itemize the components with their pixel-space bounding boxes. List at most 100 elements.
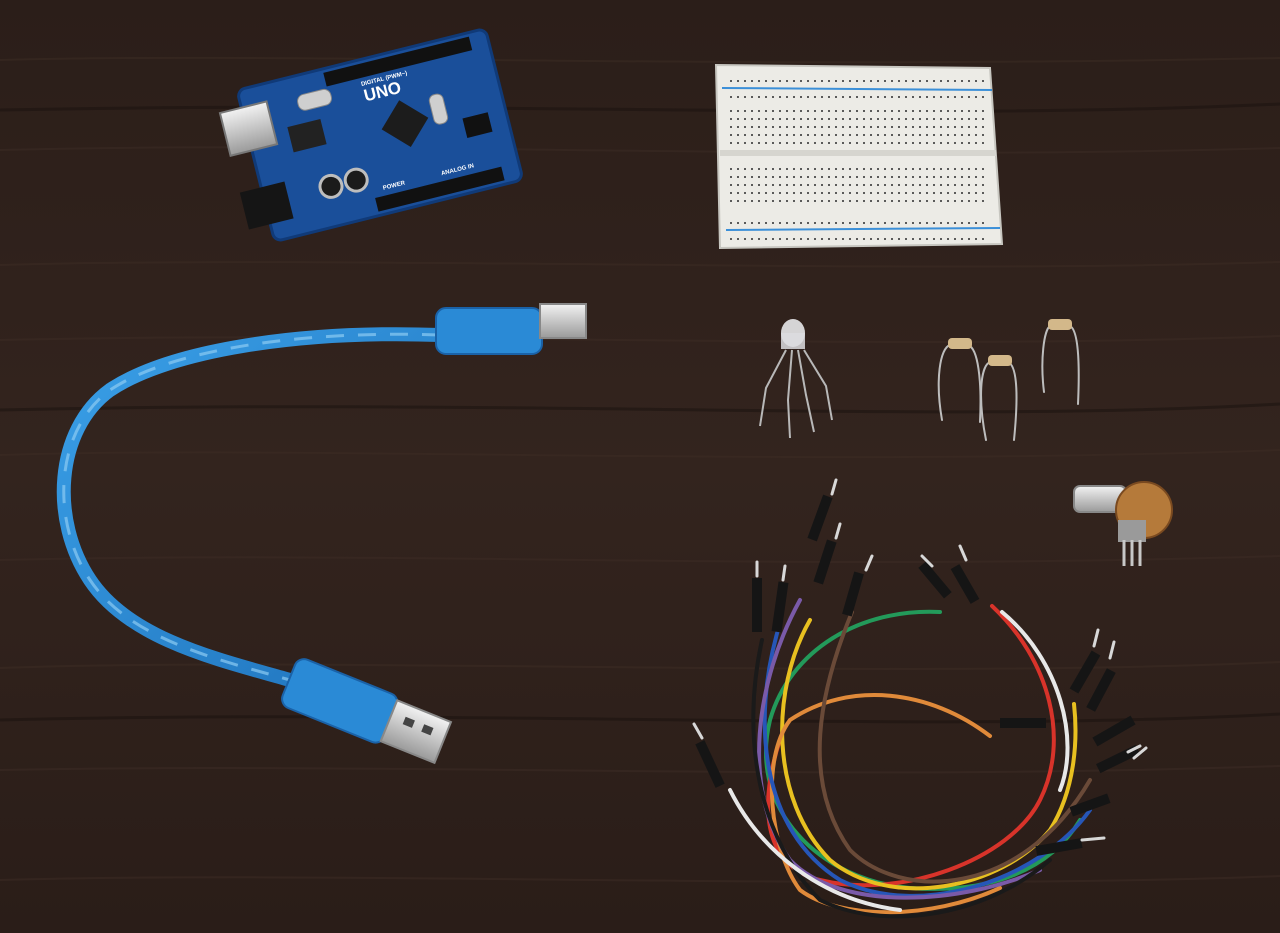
breadboard-hole	[751, 192, 753, 194]
breadboard-hole	[807, 200, 809, 202]
breadboard-hole	[884, 176, 886, 178]
breadboard-hole	[842, 134, 844, 136]
breadboard-hole	[849, 222, 851, 224]
breadboard-hole	[835, 80, 837, 82]
breadboard-hole	[807, 142, 809, 144]
breadboard-hole	[870, 168, 872, 170]
breadboard-hole	[835, 134, 837, 136]
breadboard-hole	[751, 238, 753, 240]
breadboard-hole	[821, 118, 823, 120]
breadboard-hole	[828, 126, 830, 128]
breadboard-hole	[821, 200, 823, 202]
breadboard-hole	[758, 96, 760, 98]
breadboard-hole	[828, 238, 830, 240]
breadboard-hole	[933, 134, 935, 136]
breadboard-hole	[765, 134, 767, 136]
breadboard-hole	[856, 126, 858, 128]
breadboard-hole	[975, 200, 977, 202]
jumper-pins	[692, 478, 1148, 842]
breadboard-hole	[786, 142, 788, 144]
breadboard-hole	[772, 200, 774, 202]
jumper-wire-white-2	[728, 788, 902, 912]
breadboard-hole	[779, 222, 781, 224]
breadboard-hole	[961, 96, 963, 98]
breadboard-hole	[926, 184, 928, 186]
breadboard-hole	[947, 96, 949, 98]
breadboard-hole	[730, 80, 732, 82]
breadboard-hole	[793, 80, 795, 82]
breadboard-hole	[926, 118, 928, 120]
breadboard-hole	[863, 222, 865, 224]
breadboard-hole	[807, 176, 809, 178]
breadboard-hole	[835, 96, 837, 98]
breadboard-hole	[975, 96, 977, 98]
breadboard-hole	[821, 134, 823, 136]
breadboard-hole	[905, 110, 907, 112]
breadboard-hole	[884, 238, 886, 240]
breadboard-hole	[779, 176, 781, 178]
breadboard-hole	[898, 96, 900, 98]
breadboard-hole	[912, 176, 914, 178]
breadboard-hole	[940, 118, 942, 120]
breadboard-hole	[800, 238, 802, 240]
breadboard-hole	[842, 200, 844, 202]
breadboard-hole	[863, 168, 865, 170]
breadboard-hole	[884, 96, 886, 98]
breadboard-hole	[863, 80, 865, 82]
breadboard-hole	[807, 238, 809, 240]
breadboard-hole	[800, 200, 802, 202]
breadboard-hole	[961, 238, 963, 240]
breadboard-hole	[940, 222, 942, 224]
breadboard-hole	[779, 238, 781, 240]
breadboard-hole	[849, 134, 851, 136]
breadboard-hole	[898, 126, 900, 128]
breadboard-hole	[758, 184, 760, 186]
breadboard-hole	[814, 126, 816, 128]
usb-b-port	[218, 100, 279, 157]
breadboard-hole	[786, 110, 788, 112]
breadboard-hole	[975, 192, 977, 194]
breadboard-hole	[912, 80, 914, 82]
breadboard-hole	[961, 176, 963, 178]
breadboard-hole	[954, 142, 956, 144]
breadboard-hole	[898, 238, 900, 240]
breadboard-hole	[863, 134, 865, 136]
breadboard-hole	[730, 142, 732, 144]
breadboard-hole	[912, 126, 914, 128]
breadboard-hole	[982, 142, 984, 144]
breadboard-hole	[737, 118, 739, 120]
breadboard-hole	[793, 126, 795, 128]
breadboard-hole	[982, 118, 984, 120]
breadboard-hole	[870, 222, 872, 224]
breadboard-hole	[737, 134, 739, 136]
breadboard-hole	[898, 110, 900, 112]
breadboard-hole	[758, 222, 760, 224]
breadboard-hole	[842, 126, 844, 128]
breadboard-hole	[751, 134, 753, 136]
breadboard-hole	[793, 134, 795, 136]
breadboard-hole	[828, 142, 830, 144]
jumper-wire-red	[766, 604, 1056, 888]
breadboard-hole	[737, 176, 739, 178]
breadboard-hole	[779, 192, 781, 194]
breadboard-hole	[912, 200, 914, 202]
breadboard-hole	[744, 184, 746, 186]
breadboard-hole	[884, 168, 886, 170]
breadboard-hole	[877, 80, 879, 82]
breadboard-hole	[786, 192, 788, 194]
breadboard-hole	[744, 110, 746, 112]
breadboard-hole	[898, 184, 900, 186]
breadboard-hole	[877, 200, 879, 202]
breadboard-hole	[933, 200, 935, 202]
breadboard-hole	[975, 118, 977, 120]
breadboard-hole	[961, 184, 963, 186]
breadboard-hole	[737, 168, 739, 170]
breadboard-hole	[807, 222, 809, 224]
breadboard-hole	[856, 142, 858, 144]
breadboard-hole	[793, 96, 795, 98]
breadboard-hole	[982, 168, 984, 170]
breadboard-hole	[905, 184, 907, 186]
breadboard-hole	[933, 184, 935, 186]
breadboard-hole	[891, 222, 893, 224]
breadboard-hole	[947, 192, 949, 194]
